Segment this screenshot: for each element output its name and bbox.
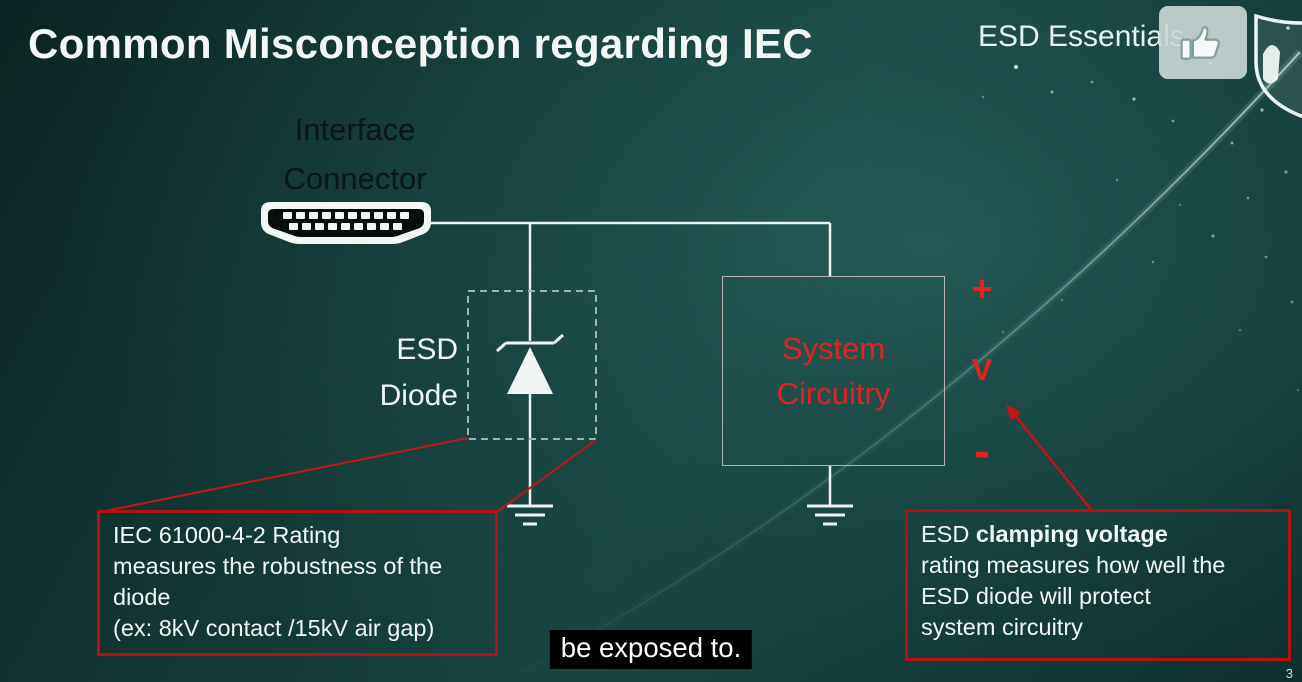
clamping-callout-line1-bold: clamping voltage bbox=[975, 521, 1168, 547]
esd-diode-dashed-box bbox=[467, 290, 597, 440]
iec-callout-line1: IEC 61000-4-2 Rating bbox=[113, 522, 341, 548]
subtitle-caption: be exposed to. bbox=[549, 630, 753, 669]
interface-connector-label-line1: Interface bbox=[294, 112, 416, 147]
system-circuitry-line2: Circuitry bbox=[776, 376, 891, 411]
system-circuitry-line1: System bbox=[781, 331, 886, 366]
iec-callout-line2: measures the robustness of the bbox=[113, 553, 443, 579]
callout-pointer-lines bbox=[99, 437, 597, 513]
terminal-v: V bbox=[971, 352, 993, 387]
terminal-minus: - bbox=[974, 425, 990, 478]
clamping-callout-line4: system circuitry bbox=[921, 614, 1083, 640]
interface-connector-label-line2: Connector bbox=[283, 161, 427, 196]
terminal-plus: + bbox=[971, 268, 993, 309]
clamping-callout-line3: ESD diode will protect bbox=[921, 583, 1151, 609]
system-circuitry-box: System Circuitry bbox=[722, 276, 945, 466]
hdmi-connector-icon bbox=[261, 202, 431, 244]
esd-diode-label: ESD Diode bbox=[300, 327, 458, 419]
clamping-callout-line1: ESD clamping voltage bbox=[921, 519, 1275, 550]
esd-diode-label-line1: ESD bbox=[396, 333, 458, 366]
thumbs-up-icon bbox=[1159, 6, 1247, 79]
clamping-voltage-callout: ESD clamping voltage rating measures how… bbox=[905, 509, 1291, 661]
thumbs-up-glyph bbox=[1180, 25, 1221, 60]
ground-symbol-connector bbox=[507, 504, 553, 526]
clamping-voltage-arrow bbox=[1006, 404, 1094, 513]
sparkle-dots bbox=[981, 26, 1300, 392]
page-number: 3 bbox=[1285, 666, 1293, 681]
esd-diode-label-line2: Diode bbox=[379, 379, 458, 412]
slide-title: Common Misconception regarding IEC bbox=[28, 20, 813, 67]
clamping-callout-line2: rating measures how well the bbox=[921, 552, 1226, 578]
esd-diode-symbol bbox=[496, 333, 564, 394]
ground-symbol-system bbox=[807, 504, 853, 526]
brand-text: ESD Essentials bbox=[978, 20, 1185, 53]
shield-icon bbox=[1254, 13, 1302, 118]
interface-connector-label: Interface Connector bbox=[232, 105, 478, 203]
iec-rating-callout: IEC 61000-4-2 Rating measures the robust… bbox=[97, 510, 498, 656]
iec-callout-line4: (ex: 8kV contact /15kV air gap) bbox=[113, 615, 435, 641]
clamping-callout-line1-pre: ESD bbox=[921, 521, 976, 547]
iec-callout-line3: diode bbox=[113, 584, 171, 610]
